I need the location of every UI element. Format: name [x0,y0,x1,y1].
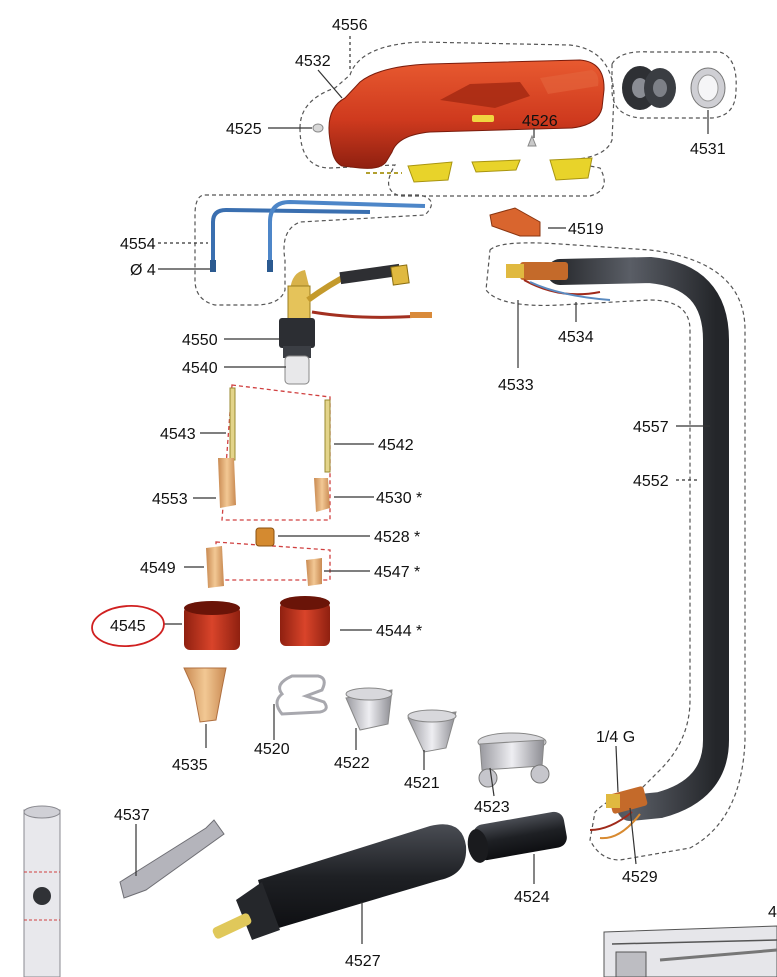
guide-4523 [477,732,550,788]
label-4529: 4529 [622,869,658,886]
label-4552: 4552 [633,473,669,490]
trigger-parts [366,157,593,183]
hoses [210,199,426,272]
label-4-cut: 4 [768,904,777,921]
highlight-4545 [91,604,165,648]
label-4556: 4556 [332,17,368,34]
torch-handle [328,59,605,169]
label-4557: 4557 [633,419,669,436]
part-4528 [255,527,275,547]
label-4532: 4532 [295,53,331,70]
leader-lines [135,36,710,944]
label-4531: 4531 [690,141,726,158]
bracket-4537 [119,819,225,899]
handle-group-outline [299,41,615,197]
label-4543: 4543 [160,426,196,443]
cable-4557 [547,256,729,821]
label-4537: 4537 [114,807,150,824]
label-4530: 4530 * [376,490,422,507]
cable-group-outline [485,242,746,861]
electrode-4543 [229,387,236,461]
label-4535: 4535 [172,757,208,774]
label-4519: 4519 [568,221,604,238]
label-4540: 4540 [182,360,218,377]
part-4519 [489,207,541,237]
label-1-4-g: 1/4 G [596,729,635,746]
label-4542: 4542 [378,437,414,454]
label-4550: 4550 [182,332,218,349]
tip-4530 [314,478,330,512]
electrode-4542 [324,399,331,473]
machine-partial [603,925,777,977]
label-4549: 4549 [140,560,176,577]
label-4524: 4524 [514,889,550,906]
label-4534: 4534 [558,329,594,346]
label-4522: 4522 [334,755,370,772]
label-4533: 4533 [498,377,534,394]
ring-4547 [306,558,322,586]
label-4523: 4523 [474,799,510,816]
hose-group-outline [194,194,432,306]
sleeve-4524 [467,811,567,863]
label-4525: 4525 [226,121,262,138]
label-4528: 4528 * [374,529,420,546]
grip-4527 [212,824,467,940]
ring-4549 [206,546,224,588]
cable-end-bottom [589,786,648,840]
cap-4545 [184,601,240,650]
label-4544: 4544 * [376,623,422,640]
tip-4553 [218,458,236,508]
cable-end-top [506,262,611,301]
label-4527: 4527 [345,953,381,970]
label-4547: 4547 * [374,564,420,581]
electrode-group-outline [221,384,331,521]
label-4520: 4520 [254,741,290,758]
label-4545: 4545 [110,618,146,635]
label-4553: 4553 [152,491,188,508]
label-phi4: Ø 4 [130,262,156,279]
label-4526: 4526 [522,113,558,130]
label-4554: 4554 [120,236,156,253]
clip-4520 [275,674,328,716]
pin-4526 [527,134,537,147]
label-4521: 4521 [404,775,440,792]
torch-body [279,263,432,385]
seal-rings [622,66,726,110]
nozzle-4535 [183,667,227,723]
seal-group-outline [611,51,737,119]
screw-4525 [312,123,324,133]
cap-4544 [280,596,330,646]
guide-4522 [345,687,393,731]
tube-partial [23,805,61,977]
guide-4521 [407,709,457,753]
